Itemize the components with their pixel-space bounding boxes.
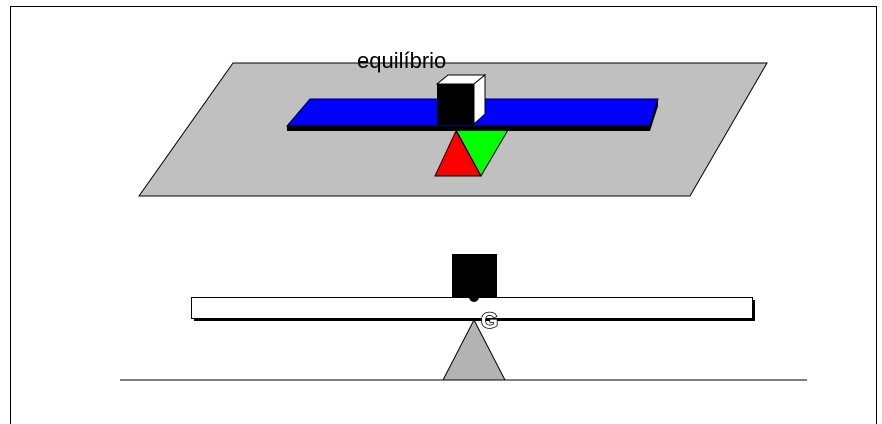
equilibrium-label: equilíbrio [357,48,446,73]
center-of-gravity-label: G [481,308,498,333]
beam-edge [287,99,658,131]
block-front-face [437,84,474,125]
center-of-gravity-point [469,292,479,302]
top-scene: equilíbrio [138,48,768,197]
weight-block [452,254,497,298]
fulcrum-triangle [442,318,506,381]
support-front-triangle [434,129,482,177]
bottom-scene: G [120,254,807,381]
